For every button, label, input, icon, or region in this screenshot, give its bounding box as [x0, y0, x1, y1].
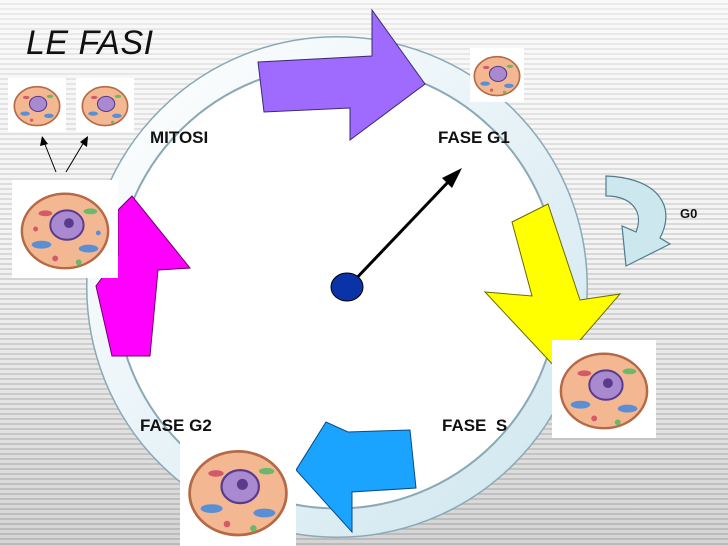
label-g0: G0	[680, 206, 698, 221]
label-fase-g2: FASE G2	[140, 416, 212, 435]
loop-arrow-icon	[605, 175, 672, 267]
division-arrow-right	[65, 141, 85, 173]
cell-icon	[12, 180, 118, 278]
division-arrow-left-tip	[40, 136, 48, 146]
division-arrow-right-tip	[80, 136, 88, 147]
cell-icon	[470, 48, 524, 102]
cell-icon	[552, 340, 656, 438]
page-title: LE FASI	[26, 24, 154, 62]
arrow-g1	[257, 8, 426, 141]
label-fase-s: FASE S	[442, 416, 508, 435]
arrow-s	[483, 203, 622, 369]
clock-hand-tip	[442, 168, 462, 188]
cell-icon	[76, 78, 134, 132]
clock-hand-icon	[348, 178, 452, 287]
label-mitosi: MITOSI	[150, 128, 209, 147]
arrow-mitosi	[95, 195, 191, 357]
clock-hub	[330, 272, 364, 302]
arrow-g2	[295, 421, 417, 534]
label-fase-g1: FASE G1	[438, 128, 510, 147]
division-arrow-left	[43, 141, 57, 173]
cell-icon	[8, 78, 66, 132]
cell-icon	[180, 436, 296, 546]
